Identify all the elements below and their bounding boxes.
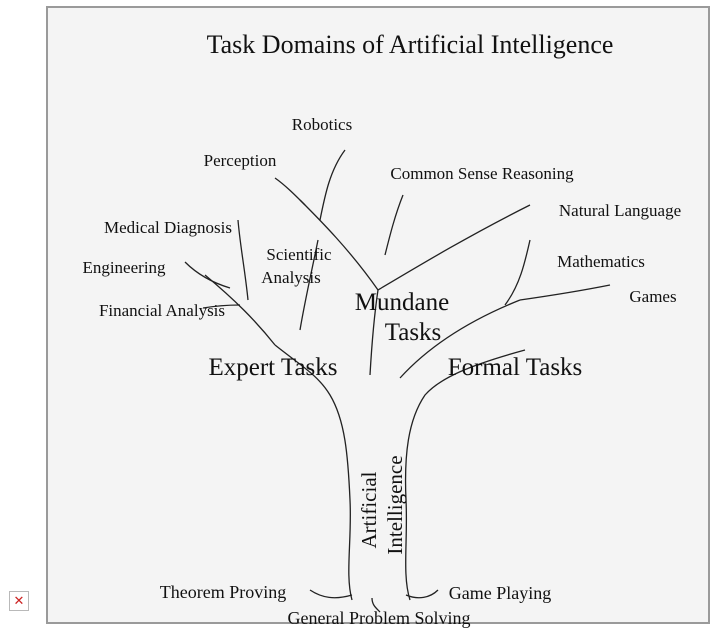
leaf-engineering: Engineering (82, 258, 166, 277)
broken-image-icon: ✕ (13, 593, 25, 609)
mundane-sub-common (384, 194, 404, 256)
leaf-robotics: Robotics (292, 115, 352, 134)
leaf-perception: Perception (204, 151, 277, 170)
trunk-left-edge (274, 344, 353, 601)
expert-sub-engineering (184, 261, 231, 289)
leaf-games: Games (629, 287, 676, 306)
formal-sub-mathematics (504, 239, 531, 306)
mundane-sub-perception (274, 177, 306, 206)
broken-image-placeholder: ✕ (9, 591, 29, 611)
trunk-label-artificial: Artificial (357, 471, 381, 548)
leaf-financial-analysis: Financial Analysis (99, 301, 225, 320)
mundane-sub-robotics (319, 149, 346, 221)
leaf-common-sense-reasoning: Common Sense Reasoning (390, 164, 574, 183)
formal-stem (399, 299, 521, 379)
formal-sub-games (519, 284, 611, 301)
expert-sub-medical (237, 219, 249, 301)
expert-sub-financial (202, 304, 241, 309)
root-right (405, 589, 439, 599)
leaf-scientific: Scientific (266, 245, 332, 264)
diagram-title: Task Domains of Artificial Intelligence (207, 30, 614, 59)
trunk-right-edge (404, 349, 526, 601)
leaf-analysis: Analysis (261, 268, 321, 287)
expert-sub-scientific (299, 239, 319, 331)
formal-tasks-label: Formal Tasks (448, 354, 583, 381)
mundane-branch-right (377, 204, 531, 291)
mundane-tasks-label-line2: Tasks (385, 319, 442, 346)
tree-outline (184, 149, 611, 613)
leaf-mathematics: Mathematics (557, 252, 645, 271)
mundane-branch-left (299, 199, 379, 291)
root-general-problem-solving: General Problem Solving (288, 608, 471, 628)
leaf-natural-language: Natural Language (559, 201, 681, 220)
root-theorem-proving: Theorem Proving (160, 582, 286, 602)
root-middle (371, 597, 381, 613)
diagram-frame (46, 6, 710, 624)
mundane-stem (369, 289, 379, 376)
trunk-label-intelligence: Intelligence (383, 455, 407, 554)
mundane-tasks-label-line1: Mundane (355, 289, 449, 316)
root-left (309, 589, 353, 599)
root-game-playing: Game Playing (449, 583, 551, 603)
expert-tasks-label: Expert Tasks (208, 354, 337, 381)
leaf-medical-diagnosis: Medical Diagnosis (104, 218, 232, 237)
